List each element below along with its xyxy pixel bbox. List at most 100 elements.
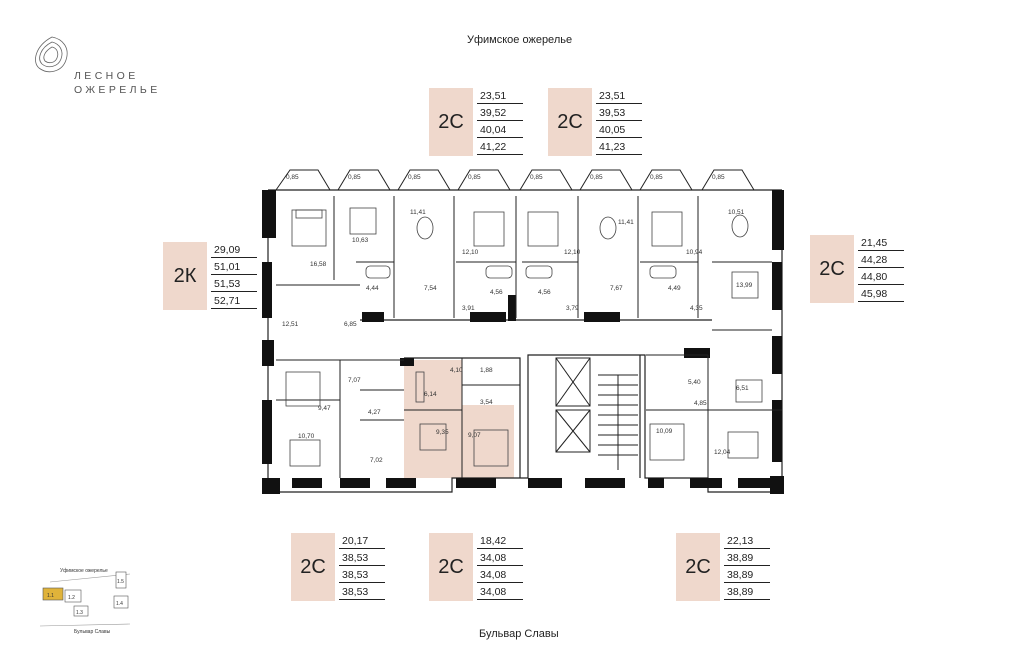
room-area: 4,44	[366, 285, 379, 292]
room-area: 13,99	[736, 282, 753, 289]
highlighted-apartment[interactable]	[404, 360, 462, 478]
room-area: 10,63	[352, 237, 369, 244]
interior-walls	[276, 196, 782, 478]
balcony-label: 0,85	[286, 174, 299, 181]
area-value: 22,13	[724, 533, 770, 549]
room-area: 3,79	[566, 305, 579, 312]
balcony-label: 0,85	[650, 174, 663, 181]
minimap-street-bottom: Бульвар Славы	[74, 629, 111, 635]
room-area: 11,41	[618, 219, 634, 226]
area-value: 34,08	[477, 550, 523, 566]
balcony-label: 0,85	[590, 174, 603, 181]
minimap-section: 1.3	[76, 610, 83, 616]
room-area: 12,04	[714, 449, 731, 456]
brand-logo-icon	[35, 36, 68, 73]
room-area: 4,85	[694, 400, 707, 407]
balcony-label: 0,85	[468, 174, 481, 181]
room-area: 4,10	[450, 367, 463, 374]
area-value: 38,53	[339, 584, 385, 600]
area-value: 23,51	[477, 88, 523, 104]
area-value: 18,42	[477, 533, 523, 549]
area-value: 52,71	[211, 293, 257, 309]
room-area: 4,56	[490, 289, 503, 296]
area-value: 23,51	[596, 88, 642, 104]
apartment-card-2c-bottom-center[interactable]: 2С 18,42 34,08 34,08 34,08	[429, 533, 523, 601]
room-area: 10,94	[686, 249, 703, 256]
balcony-label: 0,85	[712, 174, 725, 181]
room-area: 1,88	[480, 367, 493, 374]
brand-name-line1: ЛЕСНОЕ	[74, 70, 139, 82]
furniture	[285, 207, 763, 467]
area-value: 39,53	[596, 105, 642, 121]
room-area: 4,27	[368, 409, 381, 416]
minimap-section: 1.5	[117, 579, 124, 585]
minimap: Уфимское ожерелье 1.1 1.2 1.3 1.4 1.5 Бу…	[39, 568, 131, 635]
room-area: 6,85	[344, 321, 357, 328]
area-value: 29,09	[211, 242, 257, 258]
area-value: 38,53	[339, 550, 385, 566]
balcony-label: 0,85	[408, 174, 421, 181]
apartment-type-badge: 2С	[291, 533, 335, 601]
apartment-card-2c-top-right[interactable]: 2С 23,51 39,53 40,05 41,23	[548, 88, 642, 156]
apartment-type-badge: 2С	[429, 88, 473, 156]
room-area: 5,40	[688, 379, 701, 386]
area-value: 39,52	[477, 105, 523, 121]
area-value: 44,80	[858, 269, 904, 285]
room-area: 12,10	[564, 249, 581, 256]
room-area: 4,56	[538, 289, 551, 296]
exterior-walls	[262, 190, 784, 494]
area-value: 38,89	[724, 567, 770, 583]
area-value: 38,53	[339, 567, 385, 583]
area-value: 34,08	[477, 567, 523, 583]
room-area: 9,47	[318, 405, 331, 412]
room-area: 7,54	[424, 285, 437, 292]
balcony-label: 0,85	[348, 174, 361, 181]
room-area: 3,54	[480, 399, 493, 406]
room-area: 4,35	[690, 305, 703, 312]
area-value: 51,01	[211, 259, 257, 275]
room-area: 10,70	[298, 433, 315, 440]
room-area: 9,35	[436, 429, 449, 436]
building-outline	[267, 189, 783, 493]
balcony-label: 0,85	[530, 174, 543, 181]
area-value: 40,05	[596, 122, 642, 138]
area-value: 41,22	[477, 139, 523, 155]
room-area: 3,91	[462, 305, 475, 312]
area-value: 45,98	[858, 286, 904, 302]
brand-name-line2: ОЖЕРЕЛЬЕ	[74, 84, 161, 96]
area-value: 41,23	[596, 139, 642, 155]
area-value: 44,28	[858, 252, 904, 268]
apartment-card-2c-bottom-left[interactable]: 2С 20,17 38,53 38,53 38,53	[291, 533, 385, 601]
area-value: 20,17	[339, 533, 385, 549]
street-top-label: Уфимское ожерелье	[467, 34, 573, 46]
apartment-card-2c-right[interactable]: 2С 21,45 44,28 44,80 45,98	[810, 235, 904, 303]
room-area: 9,07	[468, 432, 481, 439]
minimap-street-top: Уфимское ожерелье	[60, 568, 108, 574]
minimap-section: 1.1	[47, 593, 54, 599]
area-value: 40,04	[477, 122, 523, 138]
area-value: 38,89	[724, 584, 770, 600]
room-area: 11,41	[410, 209, 426, 216]
room-areas: 16,58 10,63 11,41 12,10 12,10 11,41 10,9…	[282, 209, 753, 464]
minimap-section: 1.4	[116, 601, 123, 607]
room-area: 10,51	[728, 209, 745, 216]
stairwell	[555, 357, 638, 470]
apartment-card-2c-bottom-right[interactable]: 2С 22,13 38,89 38,89 38,89	[676, 533, 770, 601]
room-area: 12,51	[282, 321, 299, 328]
area-value: 21,45	[858, 235, 904, 251]
apartment-card-2k[interactable]: 2К 29,09 51,01 51,53 52,71	[163, 242, 257, 310]
room-area: 16,58	[310, 261, 327, 268]
area-value: 51,53	[211, 276, 257, 292]
apartment-type-badge: 2С	[676, 533, 720, 601]
room-area: 12,10	[462, 249, 479, 256]
balconies	[275, 169, 755, 191]
apartment-card-2c-top-left[interactable]: 2С 23,51 39,52 40,04 41,22	[429, 88, 523, 156]
apartment-type-badge: 2С	[429, 533, 473, 601]
room-area: 7,07	[348, 377, 361, 384]
room-area: 6,51	[736, 385, 749, 392]
highlighted-apartment-part	[462, 405, 514, 478]
area-value: 34,08	[477, 584, 523, 600]
minimap-section: 1.2	[68, 595, 75, 601]
room-area: 7,02	[370, 457, 383, 464]
